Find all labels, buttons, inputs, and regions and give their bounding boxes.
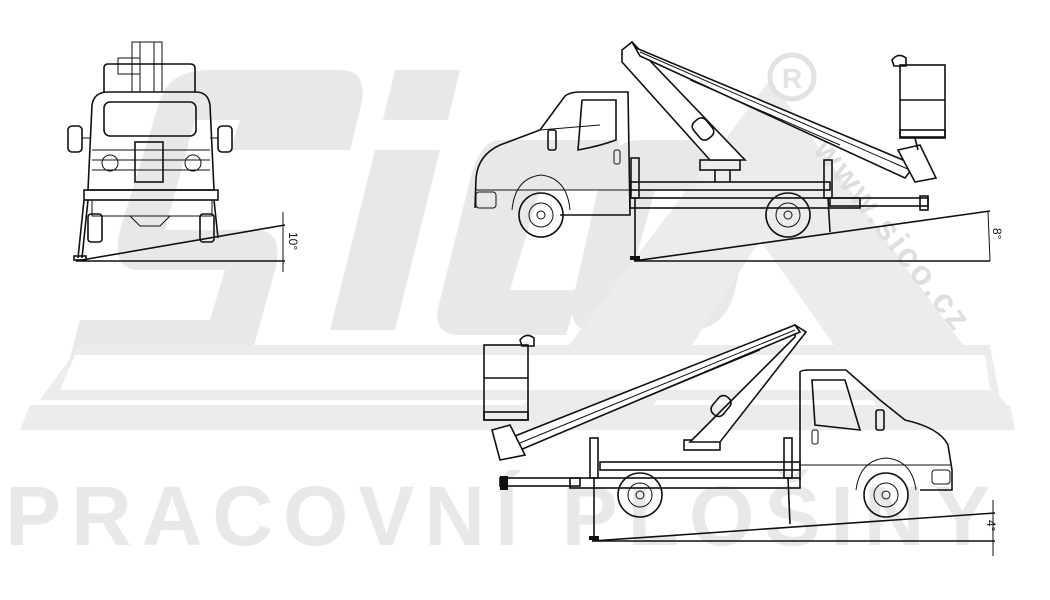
side-view-4deg-drawing <box>483 323 996 556</box>
side-view-8deg-drawing <box>474 40 991 262</box>
svg-text:PRACOVNÍ PLOŠINY: PRACOVNÍ PLOŠINY <box>5 469 1000 563</box>
svg-text:R: R <box>782 63 802 94</box>
front-view-drawing <box>67 41 286 272</box>
side-view-top-slope-angle: 8° <box>990 228 1004 240</box>
side-view-bottom-slope-angle: 4° <box>984 520 998 532</box>
front-view-slope-angle: 10° <box>286 232 300 251</box>
